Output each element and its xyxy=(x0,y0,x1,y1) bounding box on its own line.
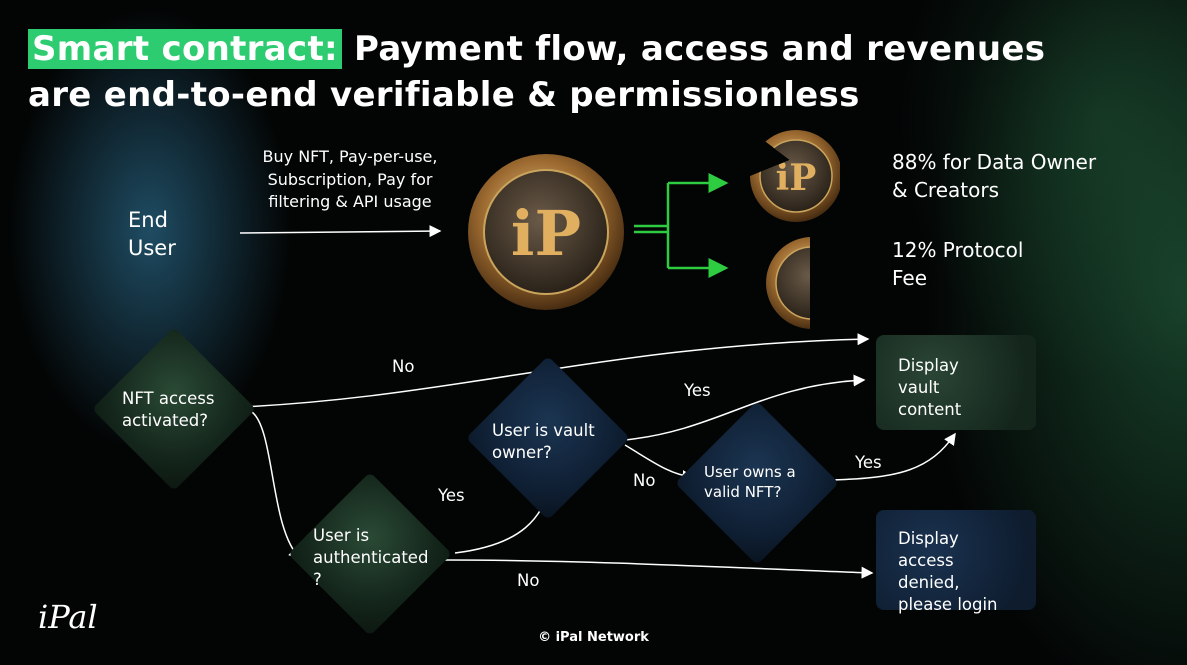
node-nft-access-line1: NFT access xyxy=(122,389,215,408)
end-user-line1: End xyxy=(128,208,168,232)
node-auth-line3: ? xyxy=(313,570,322,589)
node-display-denied-line1: Display xyxy=(898,529,959,548)
coin-glyph: iP xyxy=(511,197,581,270)
node-display-denied-line4: please login xyxy=(898,595,998,614)
title-line1: Payment flow, access and revenues xyxy=(341,29,1046,69)
node-display-denied-line2: access xyxy=(898,551,954,570)
node-nft-access: NFT access activated? xyxy=(122,388,214,432)
split-owner-line2: & Creators xyxy=(892,178,999,202)
node-owns-nft-line1: User owns a xyxy=(704,463,796,481)
split-owner: 88% for Data Owner & Creators xyxy=(892,148,1096,204)
end-user-arrow xyxy=(239,225,442,238)
title-line2: are end-to-end verifiable & permissionle… xyxy=(28,75,860,115)
footer-copyright: © iPal Network xyxy=(538,630,649,645)
node-nft-access-line2: activated? xyxy=(122,411,208,430)
method-line1: Buy NFT, Pay-per-use, xyxy=(262,147,438,166)
end-user-line2: User xyxy=(128,236,176,260)
node-display-content-line2: vault xyxy=(898,378,940,397)
node-auth-line1: User is xyxy=(313,526,370,545)
node-owns-nft-line2: valid NFT? xyxy=(704,483,782,501)
node-display-content-line1: Display xyxy=(898,356,959,375)
node-owns-nft: User owns a valid NFT? xyxy=(704,462,796,502)
edge-label-auth-no: No xyxy=(517,571,540,590)
node-vault-owner-line1: User is vault xyxy=(492,421,595,440)
ipal-logo: iPal xyxy=(38,598,98,636)
split-protocol-line2: Fee xyxy=(892,266,928,290)
node-display-denied: Display access denied, please login xyxy=(898,528,998,616)
node-display-denied-line3: denied, xyxy=(898,573,960,592)
coin-owner-glyph: iP xyxy=(776,157,817,199)
title-highlight: Smart contract: xyxy=(28,29,342,69)
coin-owner-share: iP xyxy=(750,130,840,222)
edge-label-owner-yes: Yes xyxy=(684,381,711,400)
edge-label-owner-no: No xyxy=(633,471,656,490)
edge-owner-yes xyxy=(624,374,866,441)
edge-auth-no xyxy=(444,559,874,579)
coin-protocol-share xyxy=(766,237,810,329)
edge-nft-valid-yes xyxy=(831,432,956,481)
node-authenticated: User is authenticated ? xyxy=(313,525,428,591)
box-display-denied-bg xyxy=(876,510,1036,610)
node-display-content: Display vault content xyxy=(898,355,961,421)
coin-main: iP xyxy=(468,154,624,310)
edge-nft-yes xyxy=(251,411,302,560)
method-line3: filtering & API usage xyxy=(268,192,432,211)
edge-label-nft-no: No xyxy=(392,357,415,376)
split-protocol-line1: 12% Protocol xyxy=(892,238,1024,262)
node-auth-line2: authenticated xyxy=(313,548,429,567)
payment-methods: Buy NFT, Pay-per-use, Subscription, Pay … xyxy=(240,146,460,214)
end-user-label: End User xyxy=(128,206,176,262)
edge-label-auth-yes: Yes xyxy=(438,486,465,505)
split-protocol: 12% Protocol Fee xyxy=(892,236,1023,292)
node-display-content-line3: content xyxy=(898,400,962,419)
split-owner-line1: 88% for Data Owner xyxy=(892,150,1097,174)
method-line2: Subscription, Pay for xyxy=(267,169,433,189)
box-display-content-bg xyxy=(876,335,1036,430)
page-title: Smart contract: Payment flow, access and… xyxy=(28,26,1168,118)
split-arrows xyxy=(634,173,729,278)
node-vault-owner: User is vault owner? xyxy=(492,420,595,464)
node-vault-owner-line2: owner? xyxy=(492,443,552,462)
edge-label-nft-yes: Yes xyxy=(855,453,882,472)
